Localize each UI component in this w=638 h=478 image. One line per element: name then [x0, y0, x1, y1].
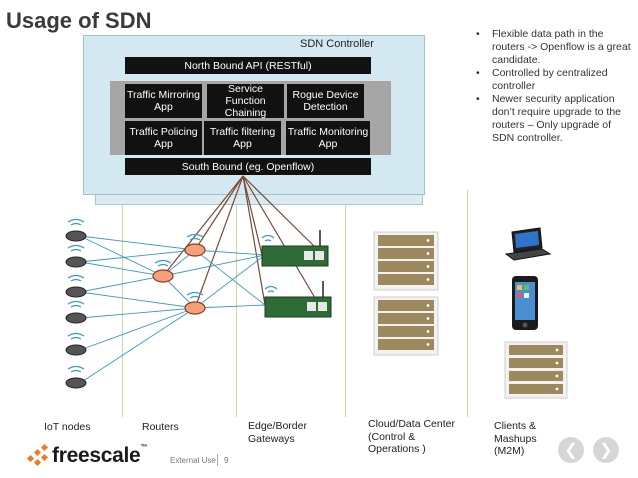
control-link	[162, 175, 244, 277]
page-number: 9	[224, 456, 229, 465]
app-traffic-policing: Traffic Policing App	[125, 121, 202, 155]
iot-node	[65, 274, 87, 298]
router	[184, 233, 206, 257]
column-divider	[345, 205, 346, 417]
north-bound-api: North Bound API (RESTful)	[125, 57, 371, 74]
control-link	[242, 175, 266, 306]
bullet-item: Controlled by centralized controller	[476, 67, 634, 93]
label-cloud-data-center: Cloud/Data Center (Control & Operations …	[368, 418, 455, 455]
data-link	[79, 291, 196, 309]
app-traffic-monitoring: Traffic Monitoring App	[286, 121, 370, 155]
iot-node	[65, 332, 87, 356]
footer-divider	[217, 454, 218, 466]
client-devices	[504, 227, 568, 399]
laptop-icon	[504, 227, 552, 261]
data-links	[79, 235, 266, 384]
data-link	[79, 307, 196, 351]
gateway-device	[261, 230, 329, 267]
data-link	[79, 235, 164, 277]
chevron-right-icon: ❯	[599, 442, 613, 459]
freescale-logo-icon	[26, 443, 49, 467]
router	[184, 291, 206, 315]
bullet-list: Flexible data path in the routers -> Ope…	[476, 28, 634, 145]
column-divider	[236, 205, 237, 417]
data-link	[79, 235, 196, 251]
smartphone-icon	[512, 276, 538, 330]
column-divider	[467, 190, 468, 417]
label-clients-mashups: Clients & Mashups (M2M)	[494, 420, 537, 457]
data-link	[194, 304, 266, 309]
app-traffic-mirroring: Traffic Mirroring App	[125, 84, 202, 118]
iot-node	[65, 365, 87, 389]
control-link	[194, 175, 244, 251]
previous-slide-button[interactable]: ❮	[558, 437, 584, 463]
controller-links	[162, 175, 319, 309]
footer-classification: External Use	[170, 456, 216, 465]
control-link	[242, 175, 319, 251]
label-iot-nodes: IoT nodes	[44, 421, 91, 433]
data-link	[162, 254, 266, 277]
iot-node	[65, 244, 87, 268]
iot-node	[65, 300, 87, 324]
slide-title: Usage of SDN	[6, 8, 152, 33]
control-link	[194, 175, 244, 309]
server-rack	[373, 231, 439, 291]
next-slide-button[interactable]: ❯	[593, 437, 619, 463]
bullet-item: Flexible data path in the routers -> Ope…	[476, 28, 634, 67]
data-link	[194, 249, 266, 306]
server-rack	[504, 341, 568, 399]
bullet-item: Newer security application don’t require…	[476, 93, 634, 145]
logo-wordmark: freescale	[52, 444, 141, 467]
app-traffic-filtering: Traffic filtering App	[204, 121, 281, 155]
edge-gateways	[261, 230, 332, 318]
logo-trademark: ™	[140, 444, 148, 451]
routers	[152, 233, 206, 315]
iot-node	[65, 218, 87, 242]
south-bound-api: South Bound (eg. Openflow)	[125, 158, 371, 175]
iot-nodes	[65, 218, 87, 389]
gateway-device	[264, 281, 332, 318]
router	[152, 259, 174, 283]
cloud-servers	[373, 231, 439, 356]
app-service-function-chaining: Service Function Chaining	[207, 84, 284, 118]
app-rogue-device-detection: Rogue Device Detection	[287, 84, 364, 118]
controller-label: SDN Controller	[300, 38, 374, 50]
column-divider	[122, 205, 123, 417]
data-link	[79, 307, 196, 384]
data-link	[79, 275, 164, 293]
chevron-left-icon: ❮	[564, 442, 578, 459]
server-rack	[373, 296, 439, 356]
label-routers: Routers	[142, 421, 179, 433]
control-link	[242, 175, 319, 304]
data-link	[79, 261, 164, 277]
data-link	[194, 249, 266, 256]
freescale-logo-text: freescale™	[52, 444, 147, 468]
control-link	[242, 175, 263, 256]
label-edge-gateways: Edge/Border Gateways	[248, 420, 307, 445]
data-link	[79, 307, 196, 319]
data-link	[79, 249, 196, 263]
data-link	[194, 254, 266, 309]
